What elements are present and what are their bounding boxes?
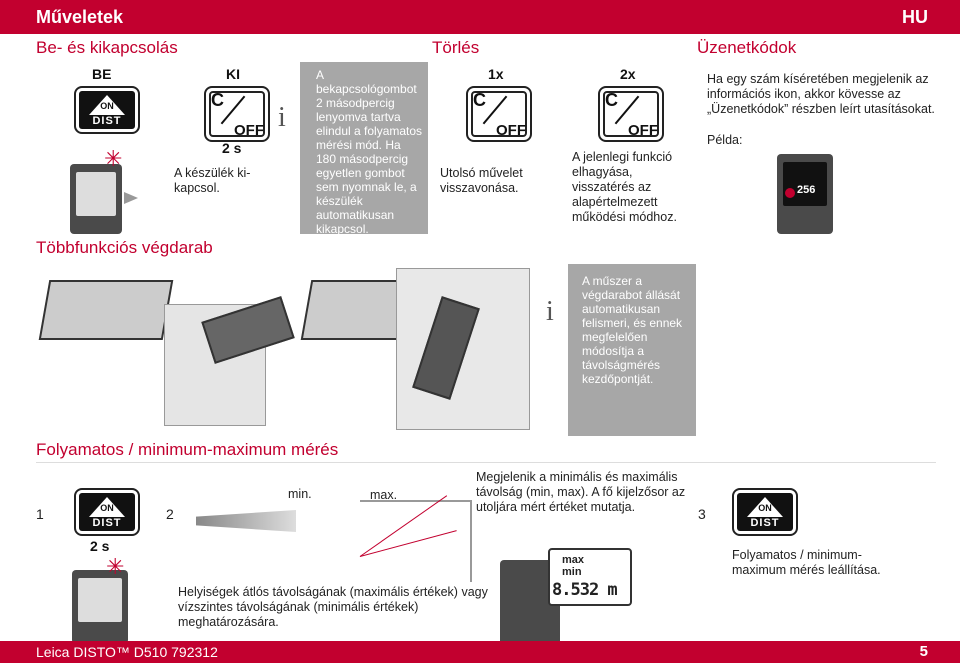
step-2-number: 2 xyxy=(166,506,174,522)
step-3-number: 3 xyxy=(698,506,706,522)
max-measurement-illustration xyxy=(360,500,472,582)
section-title-onoff: Be- és kikapcsolás xyxy=(36,38,178,57)
on-dist-key-icon: ON DIST xyxy=(74,86,140,134)
minmax-desc: Megjelenik a minimális és maximális távo… xyxy=(476,470,686,514)
section-title-messages: Üzenetkódok xyxy=(697,38,797,57)
step-1-number: 1 xyxy=(36,506,44,522)
max-label: max. xyxy=(370,488,398,502)
stop-text: Folyamatos / minimum-maximum mérés leáll… xyxy=(732,548,881,577)
clear-twice-text: A jelenlegi funkció elhagyása, visszatér… xyxy=(572,150,677,224)
multi-info-panel: i A műszer a végdarabot állását automati… xyxy=(546,264,696,436)
error-code: 256 xyxy=(797,184,816,196)
endpiece-device-1-illustration xyxy=(38,280,174,340)
step1-device-illustration xyxy=(72,570,128,644)
minmax-rule xyxy=(36,462,936,463)
rooms-text: Helyiségek átlós távolságának (maximális… xyxy=(178,585,488,629)
laser-star-icon: ✳ xyxy=(104,146,123,171)
on-description: A készülék ki-kapcsol. xyxy=(174,166,251,195)
step1-laser-star-icon: ✳ xyxy=(106,554,125,579)
error-info-icon xyxy=(785,188,795,198)
onoff-info-text: A bekapcsológombot 2 másodpercig lenyomv… xyxy=(316,68,423,236)
header-bar: Műveletek HU xyxy=(0,0,960,34)
press-arrow-icon xyxy=(124,192,138,204)
min-label: min. xyxy=(288,487,312,501)
footer-product: Leica DISTO™ D510 792312 xyxy=(36,644,218,660)
multi-info-text: A műszer a végdarabot állását automatiku… xyxy=(582,274,683,386)
min-measurement-illustration xyxy=(196,510,296,532)
step1-duration: 2 s xyxy=(90,538,110,554)
footer-page-number: 5 xyxy=(919,643,928,660)
display-value: 8.532 m xyxy=(552,580,618,600)
clear-once-text: Utolsó művelet visszavonása. xyxy=(440,166,523,195)
section-title-clear: Törlés xyxy=(432,38,480,57)
section-title-multi: Többfunkciós végdarab xyxy=(36,238,213,257)
display-max: max xyxy=(562,554,585,566)
multi-illustration-panel xyxy=(36,264,530,436)
messages-text: Ha egy szám kíséretében megjelenik az in… xyxy=(707,72,935,116)
messages-panel: Ha egy szám kíséretében megjelenik az in… xyxy=(697,62,937,234)
off-duration: 2 s xyxy=(222,140,242,156)
multi-info-icon: i xyxy=(546,296,554,327)
header-title: Műveletek xyxy=(36,7,124,27)
device-error-illustration: 256 xyxy=(777,154,833,234)
clear-once-label: 1x xyxy=(488,66,504,82)
off-label: KI xyxy=(226,66,240,82)
on-label: BE xyxy=(92,66,112,82)
section-title-minmax: Folyamatos / minimum-maximum mérés xyxy=(36,440,339,459)
info-icon: i xyxy=(278,102,286,133)
messages-example: Példa: xyxy=(707,133,743,147)
language-code: HU xyxy=(902,7,928,27)
clear-twice-label: 2x xyxy=(620,66,636,82)
device-on-illustration xyxy=(70,164,122,234)
display-min: min xyxy=(562,566,582,578)
minmax-display-zoom: max min 8.532 m xyxy=(548,548,632,606)
info-panel: i A bekapcsológombot 2 másodpercig lenyo… xyxy=(278,62,428,236)
footer-bar: Leica DISTO™ D510 792312 5 xyxy=(0,641,960,663)
